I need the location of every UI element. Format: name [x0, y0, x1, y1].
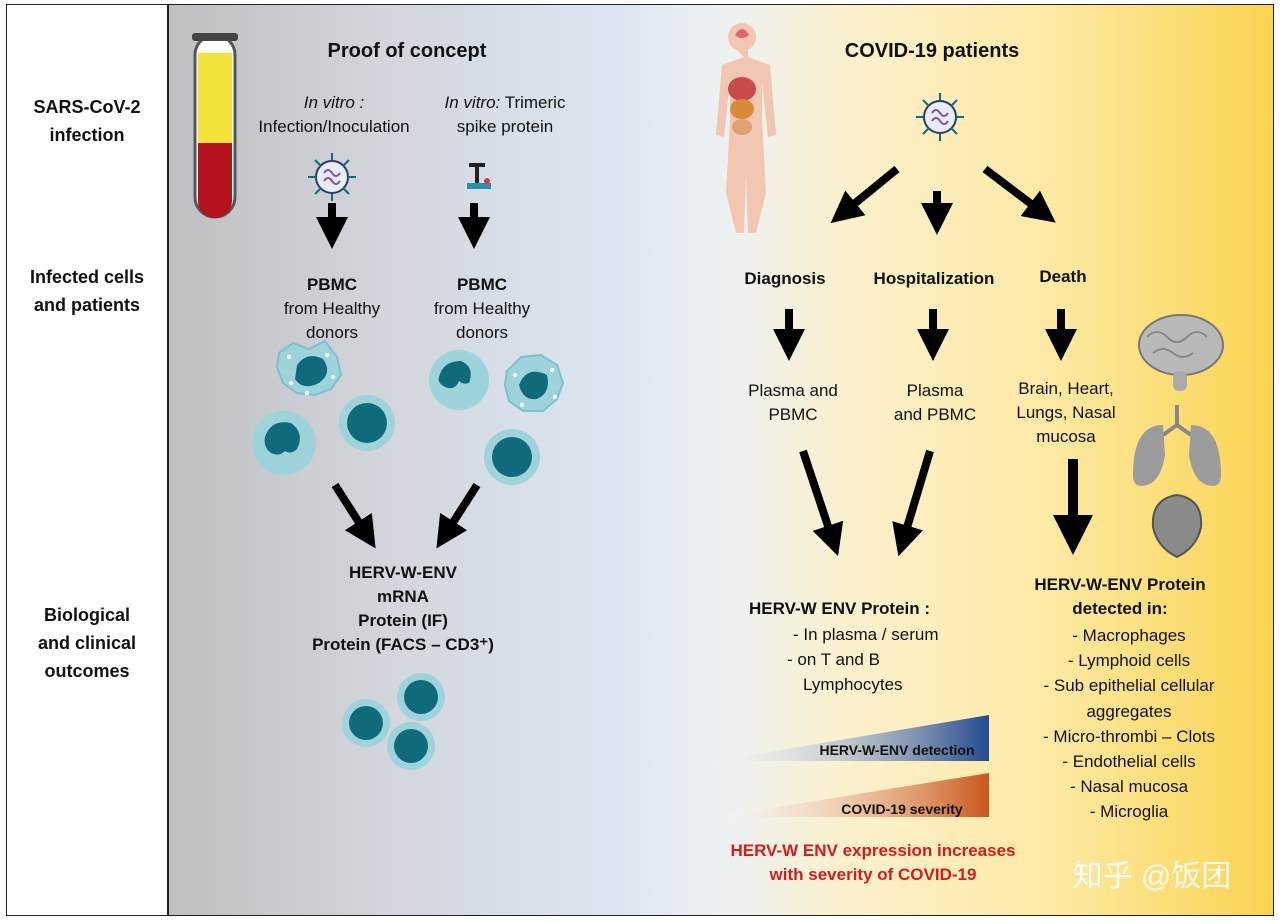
arrow-branch [982, 165, 1056, 223]
severity-label: COVID-19 severity [841, 801, 963, 817]
branch-hospitalization: Hospitalization [873, 269, 995, 288]
detected-header: HERV-W-ENV Protein detected in: [1034, 575, 1206, 618]
lungs-icon [1133, 405, 1221, 486]
protein-item-lymphocytes: Lymphocytes [803, 675, 903, 694]
blood-tube-icon [192, 33, 238, 219]
arrow-converge [331, 482, 376, 549]
protein-item-tb: - on T and B [787, 650, 880, 669]
detected-item: - Endothelial cells [1062, 752, 1196, 772]
arrow-converge [436, 482, 481, 549]
branch-death: Death [1039, 267, 1087, 286]
pbmc-cells-icon [252, 339, 565, 485]
right-panel-title: COVID-19 patients [844, 40, 1020, 62]
detected-item: - Lymphoid cells [1067, 651, 1191, 671]
heart-icon [1151, 493, 1203, 559]
detected-item: - Macrophages [1072, 626, 1186, 645]
detected-item: - Microglia [1089, 802, 1169, 822]
severity-gradient-bar [715, 773, 989, 817]
left-panel-title: Proof of concept [327, 40, 487, 62]
left-outcome-list: HERV-W-ENV mRNA Protein (IF) Protein (FA… [312, 563, 494, 654]
arrow-converge [799, 449, 844, 557]
detection-label: HERV-W-ENV detection [819, 742, 975, 758]
human-body-icon [716, 23, 776, 233]
detection-gradient-bar [715, 715, 989, 761]
panels-background [169, 5, 1273, 915]
col1-pbmc: PBMC from Healthy donors [283, 275, 381, 342]
protein-header: HERV-W ENV Protein : [749, 599, 931, 618]
detected-list: - Macrophages - Lymphoid cells - Sub epi… [1019, 623, 1239, 825]
virus-icon [916, 93, 964, 141]
lymphocyte-cluster-icon [342, 673, 445, 770]
arrow-branch [830, 165, 900, 224]
detected-item: aggregates [1086, 701, 1172, 721]
col2-condition: In vitro: Trimeric spike protein [444, 93, 566, 136]
detected-item: - Sub epithelial cellular [1043, 676, 1215, 696]
virus-icon [308, 153, 356, 201]
col1-condition: In vitro : Infection/Inoculation [258, 93, 410, 136]
spike-protein-icon [467, 163, 491, 189]
diagram-graphics [192, 23, 1224, 817]
brain-icon [1138, 314, 1224, 391]
detected-item: - Nasal mucosa [1069, 777, 1189, 797]
arrow-converge [892, 449, 934, 557]
branch-diagnosis: Diagnosis [744, 269, 826, 288]
detected-item: - Micro-thrombi – Clots [1043, 726, 1215, 746]
protein-item-plasma: - In plasma / serum [793, 625, 939, 644]
conclusion-text: HERV-W ENV expression increases with sev… [730, 841, 1016, 884]
watermark-text: 知乎 @饭团 [1072, 860, 1232, 893]
col2-pbmc: PBMC from Healthy donors [433, 275, 531, 342]
